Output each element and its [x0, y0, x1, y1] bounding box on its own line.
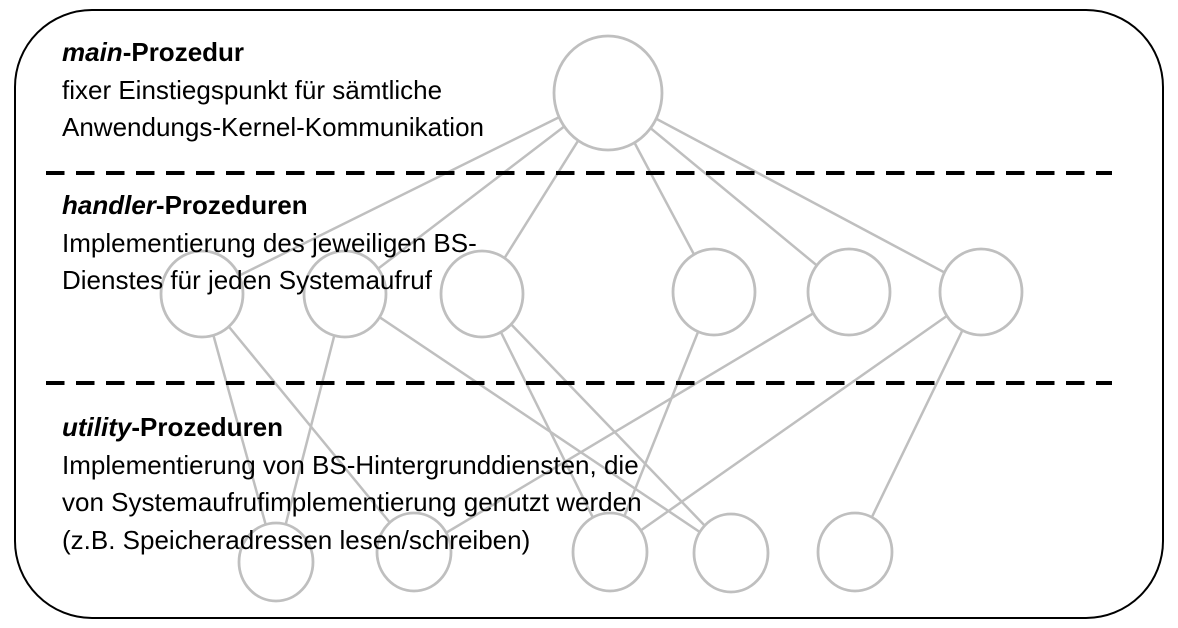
call-edge-handler-6-utility-5 — [853, 291, 983, 553]
call-edge-handler-2-utility-4 — [344, 292, 732, 555]
call-edge-handler-6-utility-3 — [609, 290, 982, 554]
node-utility-4 — [692, 512, 770, 594]
handler-title-italic: handler — [62, 190, 156, 220]
call-edge-main-handler-6 — [607, 91, 982, 294]
main-procedure-desc-line2: Anwendungs-Kernel-Kommunikation — [62, 112, 485, 142]
utility-procedures-desc-line1: Implementierung von BS-Hintergrunddienst… — [62, 449, 639, 480]
call-edge-handler-1-utility-2 — [201, 293, 415, 553]
utility-procedures-label: utility-Prozeduren Implementierung von B… — [62, 409, 642, 559]
node-handler-1 — [159, 249, 245, 339]
node-handler-4 — [671, 247, 757, 337]
call-edge-main-handler-1 — [201, 91, 609, 296]
node-main — [552, 34, 664, 152]
utility-title-rest: -Prozeduren — [131, 412, 284, 442]
handler-title-rest: -Prozeduren — [155, 190, 308, 220]
call-edge-handler-4-utility-3 — [608, 291, 716, 553]
node-handler-3 — [439, 249, 525, 339]
handler-procedures-desc-line2: Dienstes für jeden Systemaufruf — [62, 265, 432, 295]
utility-procedures-desc-line3: (z.B. Speicheradressen lesen/schreiben) — [62, 524, 531, 555]
main-procedure-title: main-Prozedur — [62, 34, 484, 72]
call-edge-handler-2-utility-1 — [274, 293, 347, 563]
call-edge-handler-1-utility-1 — [200, 293, 278, 563]
call-edge-handler-3-utility-3 — [480, 293, 612, 553]
node-handler-6 — [938, 247, 1024, 337]
call-edge-handler-5-utility-2 — [413, 290, 850, 554]
utility-title-italic: utility — [62, 412, 132, 442]
node-handler-2 — [302, 249, 388, 339]
node-utility-1 — [237, 521, 315, 603]
handler-procedures-title: handler-Prozeduren — [62, 187, 477, 225]
main-title-italic: main — [62, 37, 123, 67]
main-procedure-desc-line1: fixer Einstiegspunkt für sämtliche — [62, 74, 443, 105]
node-handler-5 — [806, 247, 892, 337]
utility-procedures-desc-line2: von Systemaufrufimplementierung genutzt … — [62, 487, 642, 517]
node-utility-5 — [816, 511, 894, 593]
handler-procedures-label: handler-Prozeduren Implementierung des j… — [62, 187, 477, 300]
rounded-border-frame — [14, 9, 1164, 619]
main-procedure-label: main-Prozedur fixer Einstiegspunkt für s… — [62, 34, 484, 147]
call-edge-handler-3-utility-4 — [481, 293, 732, 554]
node-utility-2 — [375, 511, 453, 593]
handler-procedures-desc-line1: Implementierung des jeweiligen BS- — [62, 227, 477, 258]
utility-procedures-title: utility-Prozeduren — [62, 409, 642, 447]
node-utility-3 — [571, 511, 649, 593]
main-title-rest: -Prozedur — [122, 37, 245, 67]
